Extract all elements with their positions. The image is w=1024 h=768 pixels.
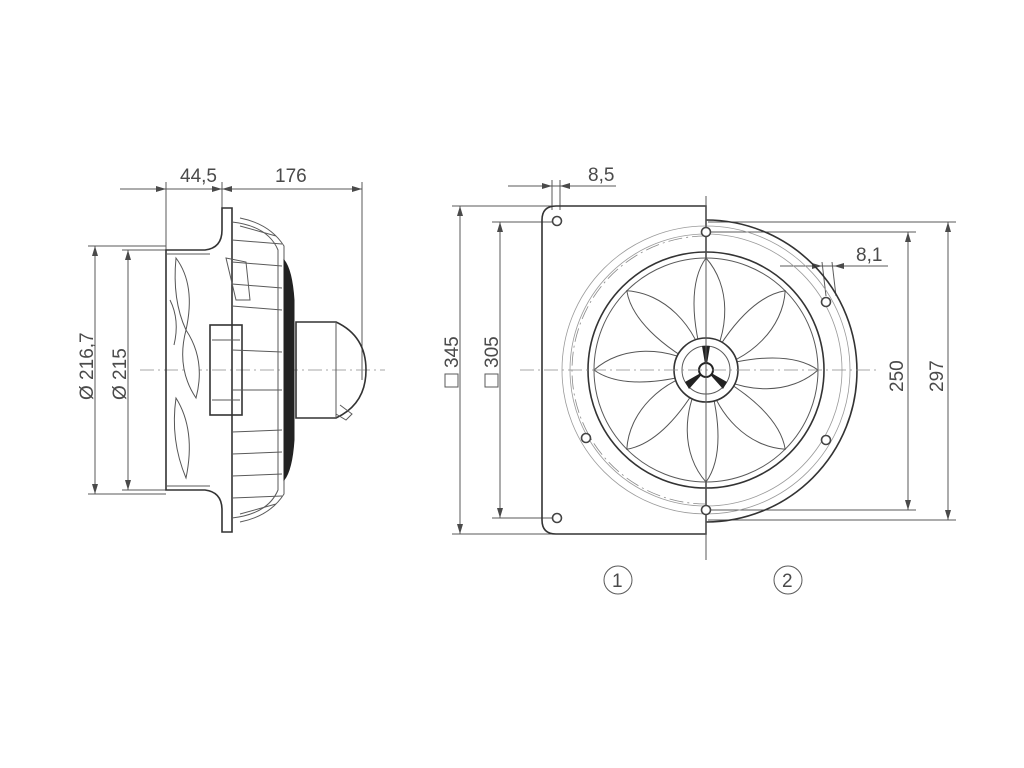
bolt-icon bbox=[580, 432, 592, 444]
dia-outer-label: Ø 216,7 bbox=[77, 332, 98, 400]
motor-hub bbox=[209, 324, 243, 416]
side-view: 44,5 176 Ø 216,7 Ø 215 bbox=[77, 166, 385, 533]
variant-1-circle bbox=[603, 565, 633, 595]
square-inner-label: 305 bbox=[482, 336, 503, 368]
front-view: 8,5 345 305 250 297 8,1 bbox=[442, 165, 956, 595]
dim-hole-right-label: 8,1 bbox=[856, 245, 882, 266]
variant-2-label: 2 bbox=[782, 571, 793, 592]
square-mounting-plate bbox=[541, 205, 707, 535]
dim-297-label: 297 bbox=[927, 360, 948, 392]
dim-flange-label: 44,5 bbox=[180, 166, 217, 187]
bolt-icon bbox=[700, 504, 712, 516]
dim-hole-label: 8,5 bbox=[588, 165, 614, 186]
variant-1-label: 1 bbox=[612, 571, 623, 592]
dia-inner-label: Ø 215 bbox=[110, 348, 131, 400]
square-outer-label: 345 bbox=[442, 336, 463, 368]
round-mounting-ring bbox=[705, 219, 858, 523]
guard-rings bbox=[231, 239, 283, 499]
bolt-icon bbox=[551, 215, 563, 227]
bolt-icon bbox=[820, 296, 832, 308]
motor-dome bbox=[295, 321, 367, 419]
variant-2-circle bbox=[773, 565, 803, 595]
dim-body-label: 176 bbox=[275, 166, 307, 187]
bolt-icon bbox=[700, 226, 712, 238]
dim-250-label: 250 bbox=[887, 360, 908, 392]
housing-body bbox=[165, 207, 233, 533]
bolt-icon bbox=[820, 434, 832, 446]
bolt-icon bbox=[551, 512, 563, 524]
